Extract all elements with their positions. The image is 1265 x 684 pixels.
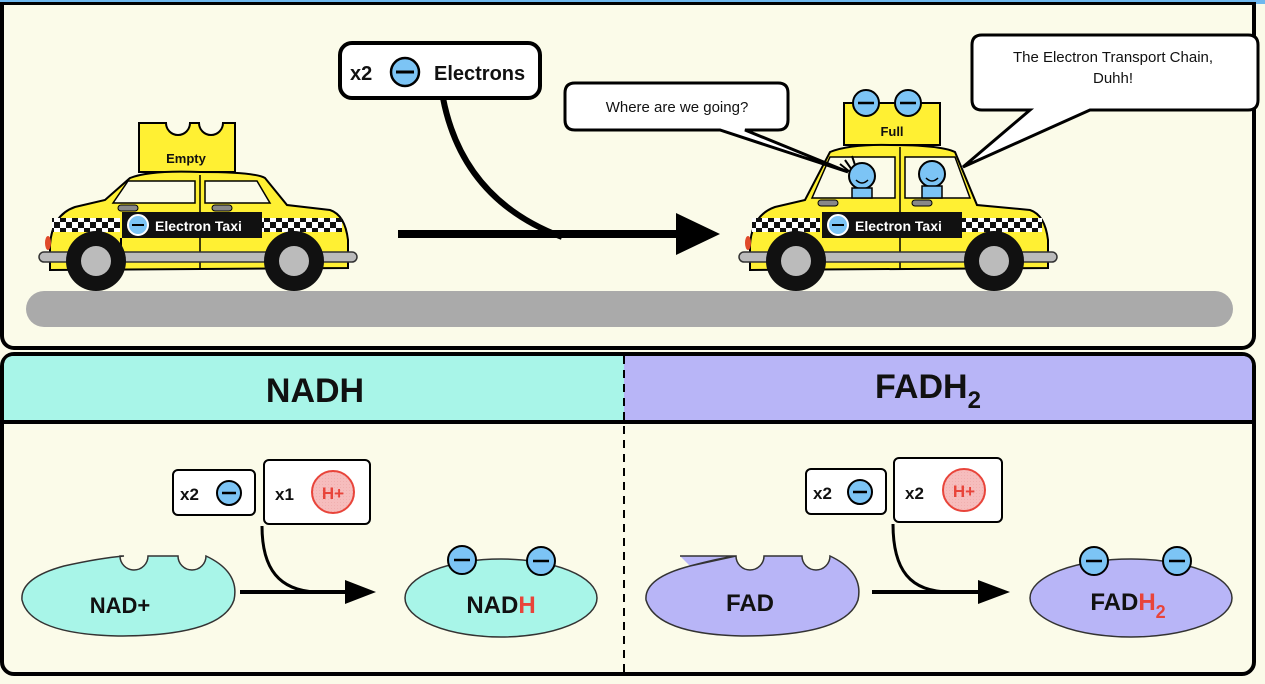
nadh-product-h: H <box>518 592 535 619</box>
electron-minus-icon <box>827 214 849 236</box>
roof-sign-full: Full <box>880 124 903 139</box>
electron-minus-icon <box>127 214 149 236</box>
electron-minus-icon <box>447 545 477 575</box>
svg-text:x2: x2 <box>813 484 832 503</box>
taxi-full: Full Electron Taxi <box>738 89 1058 291</box>
svg-text:x2: x2 <box>180 485 199 504</box>
road <box>26 291 1233 327</box>
speech-left-text: Where are we going? <box>606 99 749 116</box>
fadh2-product-h: H <box>1138 589 1155 616</box>
svg-text:FAD: FAD <box>726 590 774 617</box>
svg-text:x1: x1 <box>275 485 294 504</box>
electron-minus-icon <box>389 56 421 88</box>
fadh-electron-box: x2 <box>805 468 887 515</box>
svg-text:x2: x2 <box>905 484 924 503</box>
fadh2-product-subscript: 2 <box>1156 602 1166 622</box>
svg-text:H+: H+ <box>322 484 344 503</box>
electron-minus-icon <box>1162 546 1192 576</box>
nadh-proton-box: x1 H+ <box>263 459 371 525</box>
nadh-reaction-arrow <box>240 580 376 604</box>
nadh-title: NADH <box>266 372 364 410</box>
svg-text:NAD+: NAD+ <box>90 593 151 618</box>
electron-minus-icon <box>847 479 873 505</box>
speech-right-line1: The Electron Transport Chain, <box>1013 49 1213 66</box>
taxi-empty: Empty Electron Taxi <box>38 122 358 291</box>
speech-bubble-left: Where are we going? <box>563 81 849 174</box>
electrons-label: Electrons <box>434 63 525 85</box>
passenger-left <box>839 155 876 199</box>
nadh-header-bg <box>4 356 624 420</box>
nadh-electron-box: x2 <box>172 469 256 516</box>
electron-minus-icon <box>894 89 922 117</box>
electrons-bubble: x2 Electrons <box>338 41 564 240</box>
taxi-door-label: Electron Taxi <box>155 218 242 234</box>
electron-minus-icon <box>526 546 556 576</box>
fadh2-product-base: FAD <box>1090 589 1138 616</box>
svg-text:H+: H+ <box>953 482 975 501</box>
electron-minus-icon <box>216 480 242 506</box>
electron-minus-icon <box>1079 546 1109 576</box>
nadh-molecule: NADH <box>404 545 598 638</box>
taxi-door-label: Electron Taxi <box>855 218 942 234</box>
electrons-count: x2 <box>350 63 372 85</box>
svg-text:FADH2: FADH2 <box>1090 589 1165 622</box>
speech-right-line2: Duhh! <box>1093 70 1133 87</box>
proton-icon: H+ <box>942 468 986 512</box>
passenger-right <box>918 160 946 199</box>
fadh-title: FADH2 <box>875 368 981 414</box>
fadh-reaction-arrow <box>872 580 1010 604</box>
transfer-arrow <box>398 213 720 255</box>
electron-minus-icon <box>852 89 880 117</box>
fadh-header-bg <box>624 356 1252 420</box>
nadh-product-base: NAD <box>466 592 518 619</box>
nad-plus-molecule: NAD+ <box>21 554 236 637</box>
fad-molecule: FAD <box>645 554 860 637</box>
fadh2-molecule: FADH2 <box>1029 546 1233 638</box>
fadh-proton-box: x2 H+ <box>893 457 1003 523</box>
svg-text:NADH: NADH <box>466 592 535 619</box>
speech-bubble-right: The Electron Transport Chain, Duhh! <box>962 33 1260 169</box>
proton-icon: H+ <box>311 470 355 514</box>
roof-sign-empty: Empty <box>166 151 207 166</box>
